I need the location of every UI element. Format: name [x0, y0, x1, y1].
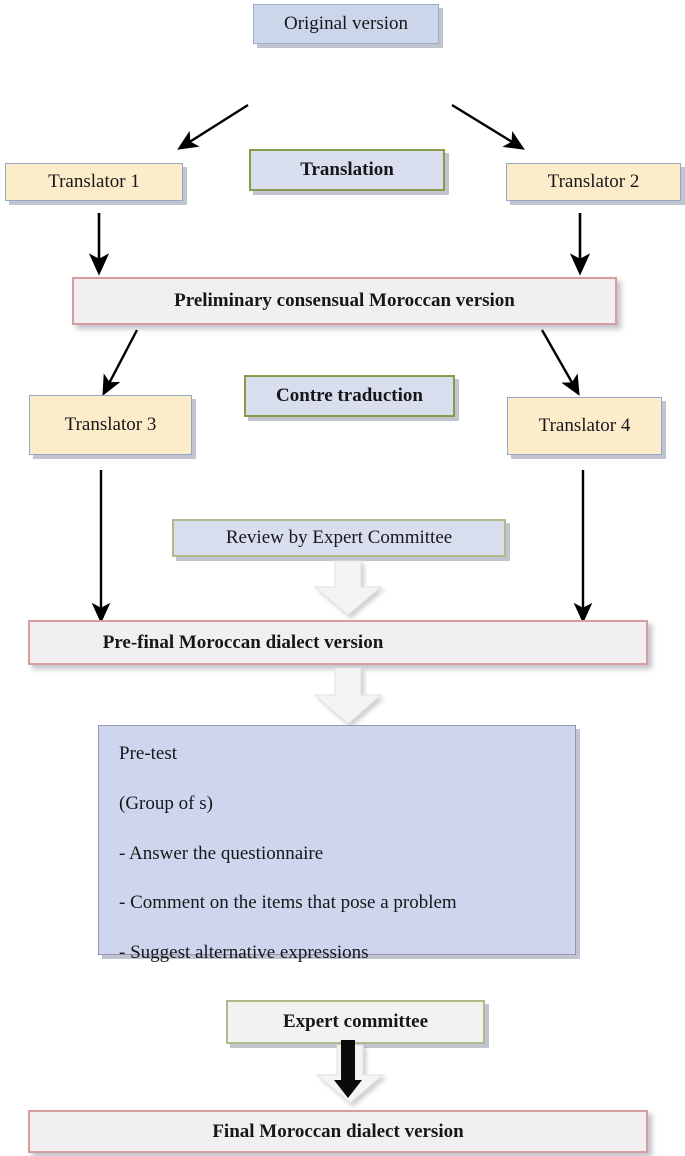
- node-prefinal-version-label: Pre-final Moroccan dialect version: [102, 631, 384, 653]
- node-original-version: Original version: [253, 4, 439, 44]
- pretest-line-3: - Answer the questionnaire: [119, 842, 324, 864]
- node-translator-4: Translator 4: [507, 397, 662, 455]
- block-arrow-review-to-prefinal: [313, 560, 383, 616]
- pretest-line-4: - Comment on the items that pose a probl…: [119, 892, 457, 914]
- node-preliminary-consensual-version: Preliminary consensual Moroccan version: [72, 277, 617, 325]
- node-translation-stage: Translation: [249, 149, 445, 191]
- node-back-translation-stage: Contre traduction: [244, 375, 455, 417]
- node-translator-1: Translator 1: [5, 163, 183, 201]
- arrow-preliminary-to-translator4: [540, 329, 580, 396]
- pretest-line-5: - Suggest alternative expressions: [119, 942, 369, 963]
- node-review-by-expert-committee: Review by Expert Committee: [172, 519, 506, 557]
- pretest-line-2: (Group of s): [119, 792, 213, 814]
- solid-arrow-expert-to-final: [334, 1040, 362, 1098]
- node-prefinal-version: Pre-final Moroccan dialect version: [28, 620, 648, 665]
- node-translator-2: Translator 2: [506, 163, 681, 201]
- node-translator-3: Translator 3: [29, 395, 192, 455]
- block-arrow-prefinal-to-pretest: [313, 667, 383, 725]
- pretest-line-1: Pre-test: [119, 743, 178, 764]
- node-pretest: Pre-test (Group of s) - Answer the quest…: [98, 725, 576, 963]
- arrow-original-to-translator1: [177, 103, 249, 150]
- node-expert-committee: Expert committee: [226, 1000, 485, 1044]
- node-final-version: Final Moroccan dialect version: [28, 1110, 648, 1153]
- arrow-original-to-translator2: [451, 103, 525, 150]
- arrow-preliminary-to-translator3: [102, 329, 139, 396]
